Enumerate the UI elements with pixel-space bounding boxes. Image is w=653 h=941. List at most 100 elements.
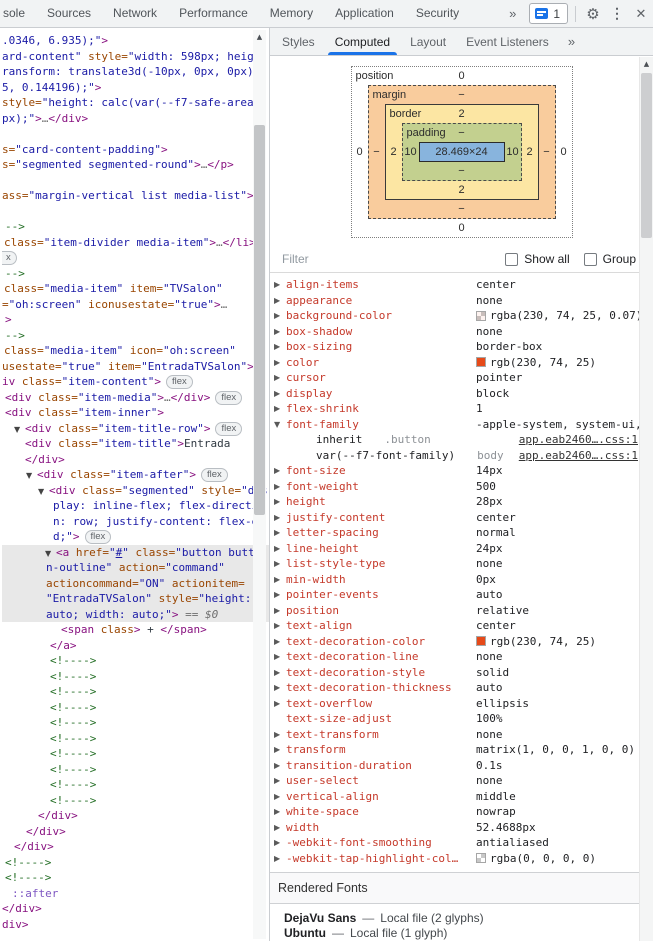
dom-tree-line[interactable]: </div> <box>25 452 65 466</box>
expand-icon[interactable]: ▶ <box>274 404 281 414</box>
border-left-value[interactable]: 2 <box>390 146 397 158</box>
dom-tree-line[interactable]: <div class="item-inner"> <box>5 406 164 419</box>
flex-badge[interactable]: flex <box>84 530 112 544</box>
flex-badge[interactable]: flex <box>165 375 193 389</box>
group-checkbox[interactable] <box>583 252 597 266</box>
dom-tree-line[interactable]: > <box>5 313 12 326</box>
devtools-tab-performance[interactable]: Performance <box>179 6 248 20</box>
dom-tree-line[interactable]: <span class> + </span> <box>61 623 207 636</box>
dom-tree-line[interactable]: <div class="item-media">…</div>flex <box>2 390 269 406</box>
expand-icon[interactable]: ▶ <box>274 776 281 786</box>
dom-tree-line[interactable]: auto; width: auto;"> == $0 <box>2 606 269 622</box>
devtools-tab-sole[interactable]: sole <box>3 6 26 20</box>
computed-scrollbar[interactable]: ▲ <box>639 57 653 941</box>
dom-tree-line[interactable]: class="media-item" item="TVSalon" <box>4 282 223 295</box>
expand-icon[interactable]: ▶ <box>274 791 281 801</box>
expand-arrow-icon[interactable]: ▼ <box>14 424 21 434</box>
box-model-content[interactable]: 28.469×24 <box>418 142 505 162</box>
position-left-value[interactable]: 0 <box>356 146 363 158</box>
expand-icon[interactable]: ▶ <box>274 543 281 553</box>
source-link[interactable]: app.eab2460….css:1 <box>518 448 638 462</box>
expand-icon[interactable]: ▶ <box>274 342 281 352</box>
dom-tree-line[interactable]: --> <box>5 266 25 280</box>
dom-tree-line[interactable]: s="segmented segmented-round">…</p> <box>2 158 234 171</box>
tab-styles[interactable]: Styles <box>282 34 315 49</box>
dom-tree-line[interactable] <box>2 126 269 142</box>
dom-tree-line[interactable]: </div> <box>26 824 66 838</box>
devtools-tab-security[interactable]: Security <box>415 6 460 20</box>
dom-tree-line[interactable]: ::after <box>12 886 59 900</box>
dom-tree-line[interactable]: class="media-item" icon="oh:screen" <box>4 344 236 357</box>
dom-tree-line[interactable]: <!----> <box>50 716 97 729</box>
dom-tree-line[interactable]: ▼<a href="#" class="button butto <box>2 544 269 560</box>
expand-icon[interactable]: ▼ <box>274 419 281 429</box>
expand-icon[interactable]: ▶ <box>274 295 281 305</box>
flex-badge[interactable]: flex <box>200 468 228 482</box>
expand-icon[interactable]: ▶ <box>274 605 281 615</box>
dom-tree-line[interactable]: <!----> <box>50 669 97 683</box>
expand-icon[interactable]: ▶ <box>274 466 281 476</box>
dom-tree-line[interactable]: d;">flex <box>2 529 269 545</box>
dom-tree-line[interactable]: play: inline-flex; flex-directio <box>53 499 265 512</box>
expand-icon[interactable]: ▶ <box>274 838 281 848</box>
expand-icon[interactable]: ▶ <box>274 745 281 755</box>
dom-tree-line[interactable]: <!----> <box>50 700 97 714</box>
dom-tree-line[interactable]: .0346, 6.935);"> <box>2 34 108 47</box>
dom-tree-line[interactable]: <!----> <box>50 793 97 807</box>
tab-event-listeners[interactable]: Event Listeners <box>466 34 549 49</box>
position-right-value[interactable]: 0 <box>560 146 567 158</box>
expand-icon[interactable]: ▶ <box>274 481 281 491</box>
expand-icon[interactable]: ▶ <box>274 574 281 584</box>
dom-tree-line[interactable]: --> <box>5 328 25 342</box>
expand-icon[interactable]: ▶ <box>274 621 281 631</box>
more-tabs-icon[interactable]: » <box>509 6 517 21</box>
source-link[interactable]: app.eab2460….css:1 <box>518 433 638 447</box>
expand-icon[interactable]: ▶ <box>274 559 281 569</box>
flex-badge[interactable]: x <box>2 251 17 265</box>
dom-tree-line[interactable]: <!----> <box>5 855 52 869</box>
margin-right-value[interactable]: − <box>543 146 550 158</box>
dom-tree-line[interactable]: ▼<div class="item-title-row">flex <box>2 421 269 437</box>
expand-arrow-icon[interactable]: ▼ <box>38 486 45 496</box>
expand-icon[interactable]: ▶ <box>274 807 281 817</box>
border-right-value[interactable]: 2 <box>526 146 533 158</box>
dom-tree-line[interactable]: "EntradaTVSalon" style="height: <box>2 591 269 607</box>
dom-tree-line[interactable]: <!----> <box>50 685 97 698</box>
devtools-tab-application[interactable]: Application <box>335 6 394 20</box>
flex-badge[interactable]: flex <box>215 390 243 405</box>
expand-icon[interactable]: ▶ <box>274 590 281 600</box>
position-top-value[interactable]: 0 <box>458 70 465 82</box>
dom-tree-line[interactable]: n-outline" action="command" <box>2 560 269 576</box>
position-bottom-value[interactable]: 0 <box>458 222 465 234</box>
settings-gear-icon[interactable]: ⚙ <box>586 5 600 23</box>
expand-icon[interactable]: ▶ <box>274 311 281 321</box>
computed-property-row[interactable]: ▼font-family-apple-system, system-ui, <box>270 417 653 433</box>
dom-tree-line[interactable]: ▼<div class="segmented" style="dis <box>2 483 269 499</box>
expand-icon[interactable]: ▶ <box>274 512 281 522</box>
dom-tree-line[interactable]: s="card-content-padding"> <box>2 142 168 156</box>
dom-tree-line[interactable] <box>2 204 269 220</box>
scrollbar-thumb[interactable] <box>641 73 652 238</box>
dom-tree-line[interactable]: style="height: calc(var(--f7-safe-area <box>2 96 254 109</box>
dom-tree-line[interactable]: 5, 0.144196);"> <box>2 80 102 94</box>
close-icon[interactable]: ✕ <box>635 5 647 21</box>
dom-tree-line[interactable]: ard-content" style="width: 598px; heig <box>2 49 254 63</box>
dom-tree-line[interactable] <box>2 173 269 189</box>
dom-tree-line[interactable]: </div> <box>2 902 42 915</box>
